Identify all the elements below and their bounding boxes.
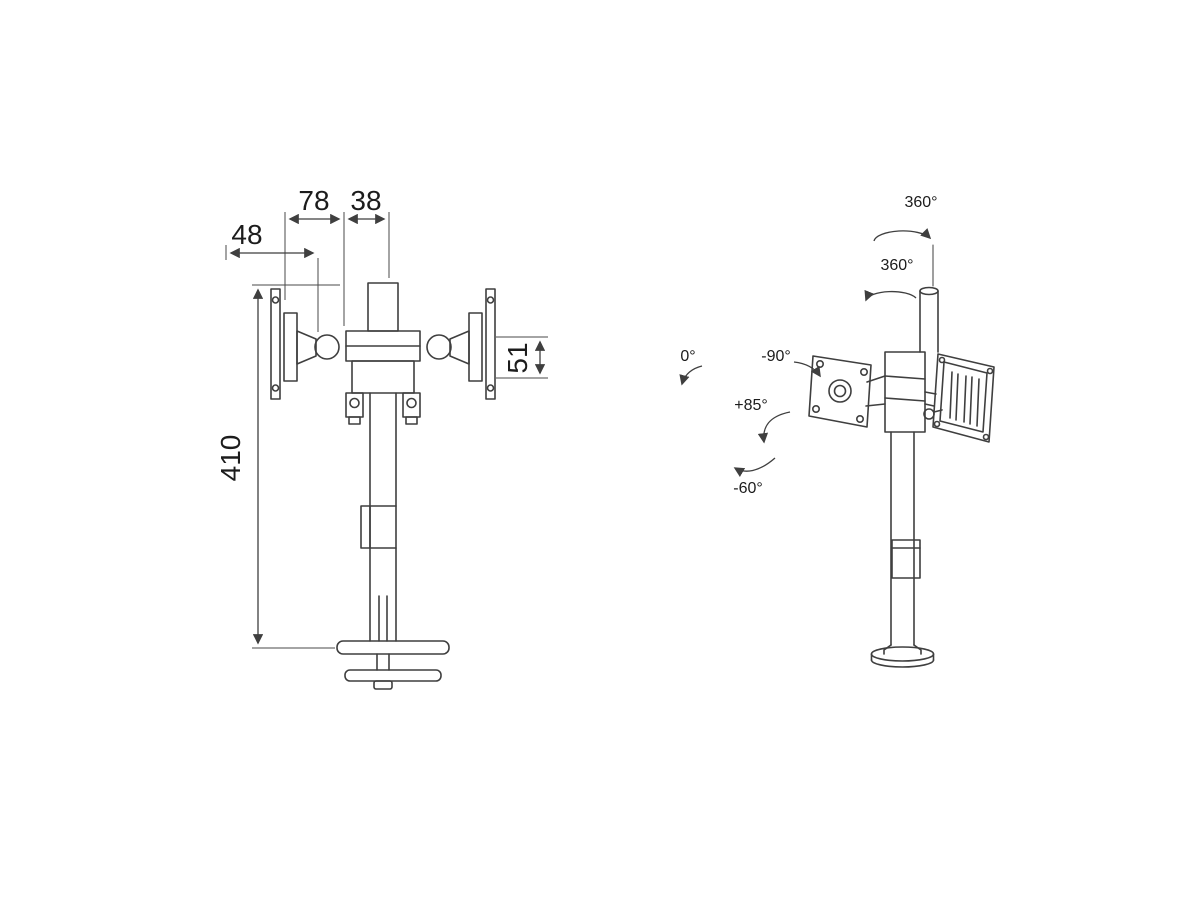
swivel-top-label: 360° <box>904 194 937 211</box>
front-plate-inner-right <box>468 312 483 382</box>
perspective-view-rotation-arrows <box>679 228 932 478</box>
dim-label-78: 78 <box>298 185 329 216</box>
dim-label-410: 410 <box>215 435 246 482</box>
persp-pole-collar <box>891 539 921 579</box>
front-ball-joint-right <box>426 334 452 360</box>
front-pole-top <box>367 282 399 332</box>
swivel-mid-label: 360° <box>880 257 913 274</box>
front-plate-inner-left <box>283 312 298 382</box>
persp-top-tube-cap <box>919 286 939 296</box>
persp-vesa-plate-left <box>808 355 872 428</box>
tilt-up-arrow <box>757 411 791 444</box>
front-vesa-plate-left <box>270 288 281 400</box>
front-grommet-disc <box>344 669 442 682</box>
dim-label-51: 51 <box>502 342 533 373</box>
front-view-drawing <box>270 282 496 690</box>
tilt-left-label: 0° <box>680 348 695 365</box>
persp-base <box>870 646 935 662</box>
tilt-back-label: -90° <box>761 348 791 365</box>
dim-label-48: 48 <box>231 219 262 250</box>
tilt-left-arrow <box>679 365 703 386</box>
tilt-down-label: -60° <box>733 480 763 497</box>
persp-head-block <box>884 351 926 433</box>
front-ball-joint-left <box>314 334 340 360</box>
front-view-dimension-lines <box>229 213 546 645</box>
front-vesa-plate-right <box>485 288 496 400</box>
perspective-view-rotation-labels: 360° 360° 0° -90° +85° -60° <box>680 194 937 497</box>
swivel-top-arrow <box>873 228 932 242</box>
front-base-flange <box>336 640 450 655</box>
tilt-up-label: +85° <box>734 397 768 414</box>
front-pole-collar <box>360 505 371 549</box>
tilt-back-arrow <box>793 361 821 378</box>
front-view-dimension-labels: 78 38 48 51 410 <box>215 185 533 481</box>
persp-vesa-plate-right <box>932 353 995 443</box>
tilt-down-arrow <box>733 457 776 478</box>
perspective-view-drawing <box>808 244 995 668</box>
dim-label-38: 38 <box>350 185 381 216</box>
front-view-extension-lines <box>225 212 548 649</box>
swivel-mid-arrow <box>864 289 917 302</box>
